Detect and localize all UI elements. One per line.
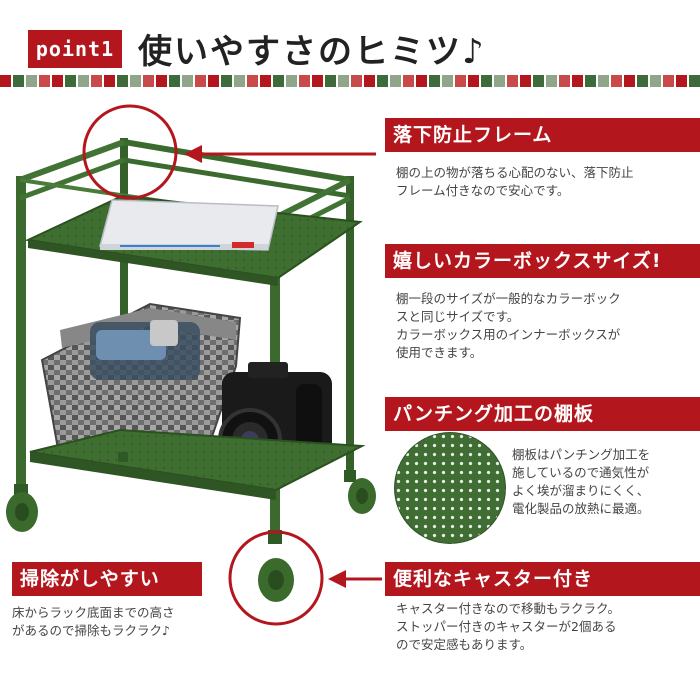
desc-line: ので安定感もあります。 [396,637,533,652]
caster-back-right [344,470,376,514]
callout-circle-caster [228,530,324,626]
arrow-caster-callout [328,570,382,588]
feature-desc-casters: キャスター付きなので移動もラクラク。 ストッパー付きのキャスターが2個ある ので… [396,600,700,654]
feature-title-casters: 便利なキャスター付き [385,562,700,596]
desc-line: ストッパー付きのキャスターが2個ある [396,619,617,634]
feature-title-color-box-size: 嬉しいカラーボックスサイズ! [385,244,700,278]
desc-line: スと同じサイズです。 [396,309,520,324]
page-title: 使いやすさのヒミツ♪ [138,32,486,72]
caster-front-right [258,530,294,602]
feature-desc-punching-shelf: 棚板はパンチング加工を 施しているので通気性が よく埃が溜まりにくく、 電化製品… [512,446,698,518]
cart-back-post-left [120,138,128,456]
caster-front-left [6,484,38,532]
desc-line: カラーボックス用のインナーボックスが [396,327,621,342]
point-badge: point1 [28,30,122,68]
callout-circle-frame [82,104,178,200]
desc-line: 床からラック底面までの高さ [12,605,175,620]
desc-line: があるので掃除もラクラク♪ [12,623,170,638]
desc-line: 棚板はパンチング加工を [512,447,651,462]
desc-line: 棚一段のサイズが一般的なカラーボック [396,291,621,306]
desc-line: 使用できます。 [396,345,483,360]
feature-desc-color-box-size: 棚一段のサイズが一般的なカラーボック スと同じサイズです。 カラーボックス用のイ… [396,290,696,362]
desc-line: フレーム付きなので安心です。 [396,183,570,198]
perforated-shelf-closeup [394,432,506,544]
desc-line: よく埃が溜まりにくく、 [512,483,650,498]
desc-line: 棚の上の物が落ちる心配のない、落下防止 [396,165,634,180]
feature-title-fall-prevention: 落下防止フレーム [385,118,700,152]
cart-front-post-left [16,176,26,486]
feature-desc-fall-prevention: 棚の上の物が落ちる心配のない、落下防止 フレーム付きなので安心です。 [396,164,696,200]
feature-desc-easy-cleaning: 床からラック底面までの高さ があるので掃除もラクラク♪ [12,604,242,640]
decorative-stripe [0,75,700,87]
desc-line: 電化製品の放熱に最適。 [512,501,650,516]
desc-line: 施しているので通気性が [512,465,650,480]
cart-back-post-right [346,176,354,472]
arrow-frame-callout [184,145,376,163]
feature-title-easy-cleaning: 掃除がしやすい [12,562,202,596]
product-cart-illustration [6,104,376,626]
feature-title-punching-shelf: パンチング加工の棚板 [385,397,700,431]
desc-line: キャスター付きなので移動もラクラク。 [396,601,621,616]
caster-back-left [118,452,128,462]
